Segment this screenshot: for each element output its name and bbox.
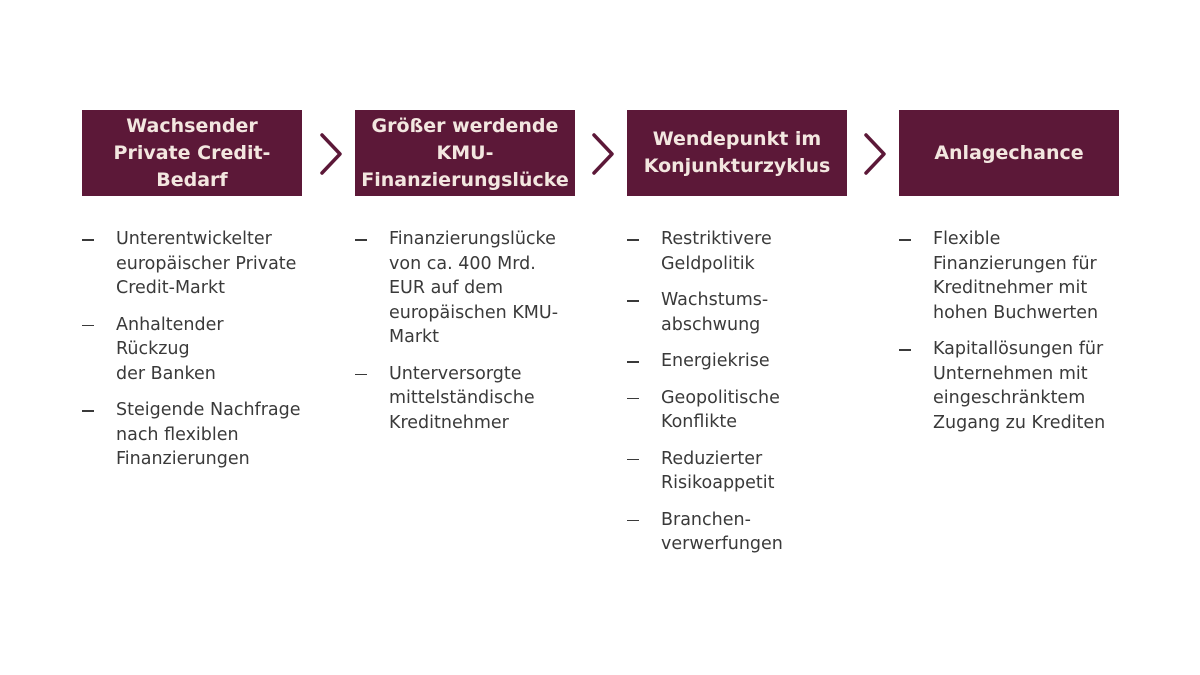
chevron-right-icon: [858, 132, 888, 176]
step-4-title: Anlagechance: [934, 141, 1084, 164]
step-1-bullet-list: Unterentwickelter europäischer Private C…: [82, 227, 302, 472]
chevron-right-icon: [586, 132, 616, 176]
list-item: Energiekrise: [627, 349, 847, 374]
bullet-text: Flexible Finanzierungen für Kreditnehmer…: [933, 229, 1099, 323]
step-3-bullet-list: Restriktivere Geldpolitik Wachstums- abs…: [627, 227, 847, 557]
bullet-text: Branchen- verwerfungen: [661, 509, 783, 555]
bullet-text: Anhaltender Rückzug der Banken: [116, 314, 224, 384]
step-2-bullet-list: Finanzierungslücke von ca. 400 Mrd. EUR …: [355, 227, 575, 435]
bullet-text: Restriktivere Geldpolitik: [661, 229, 772, 274]
list-item: Geopolitische Konflikte: [627, 386, 847, 435]
step-column-4: Anlagechance Flexible Finanzierungen für…: [899, 110, 1119, 447]
step-3-title: Wendepunkt im Konjunkturzyklus: [643, 128, 831, 177]
list-item: Flexible Finanzierungen für Kreditnehmer…: [899, 227, 1119, 325]
list-item: Unterversorgte mittelständische Kreditne…: [355, 362, 575, 436]
list-item: Restriktivere Geldpolitik: [627, 227, 847, 276]
list-item: Kapitallösungen für Unternehmen mit eing…: [899, 337, 1119, 435]
step-1-header: Wachsender Private Credit- Bedarf: [82, 110, 302, 196]
step-4-bullet-list: Flexible Finanzierungen für Kreditnehmer…: [899, 227, 1119, 435]
step-3-header: Wendepunkt im Konjunkturzyklus: [627, 110, 847, 196]
list-item: Wachstums- abschwung: [627, 288, 847, 337]
bullet-text: Steigende Nachfrage nach flexiblen Finan…: [116, 400, 301, 469]
step-column-2: Größer werdende KMU- Finanzierungslücke …: [355, 110, 575, 447]
list-item: Steigende Nachfrage nach flexiblen Finan…: [82, 398, 302, 472]
list-item: Anhaltender Rückzug der Banken: [82, 313, 302, 387]
step-2-title: Größer werdende KMU- Finanzierungslücke: [361, 114, 569, 191]
bullet-text: Unterentwickelter europäischer Private C…: [116, 229, 297, 298]
list-item: Unterentwickelter europäischer Private C…: [82, 227, 302, 301]
step-4-header: Anlagechance: [899, 110, 1119, 196]
step-column-1: Wachsender Private Credit- Bedarf Untere…: [82, 110, 302, 484]
bullet-text: Reduzierter Risikoappetit: [661, 448, 775, 494]
list-item: Finanzierungslücke von ca. 400 Mrd. EUR …: [355, 227, 575, 350]
step-2-header: Größer werdende KMU- Finanzierungslücke: [355, 110, 575, 196]
bullet-text: Wachstums- abschwung: [661, 290, 769, 335]
list-item: Branchen- verwerfungen: [627, 508, 847, 557]
bullet-text: Geopolitische Konflikte: [661, 387, 780, 433]
bullet-text: Finanzierungslücke von ca. 400 Mrd. EUR …: [389, 229, 559, 347]
bullet-text: Unterversorgte mittelständische Kreditne…: [389, 363, 535, 433]
list-item: Reduzierter Risikoappetit: [627, 447, 847, 496]
bullet-text: Kapitallösungen für Unternehmen mit eing…: [933, 339, 1106, 433]
chevron-right-icon: [314, 132, 344, 176]
step-1-title: Wachsender Private Credit- Bedarf: [113, 114, 271, 191]
bullet-text: Energiekrise: [661, 351, 770, 371]
step-column-3: Wendepunkt im Konjunkturzyklus Restrikti…: [627, 110, 847, 569]
